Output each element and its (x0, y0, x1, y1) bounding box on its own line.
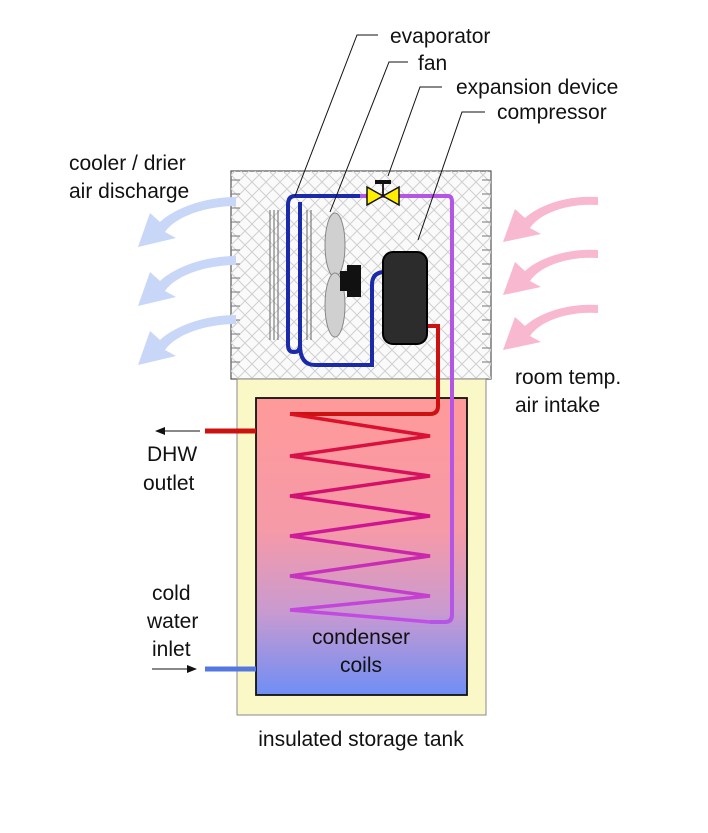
label-compressor: compressor (497, 101, 607, 124)
warm-gas-line (360, 194, 454, 624)
condenser-coils (289, 412, 431, 624)
label-discharge-line1: cooler / drier (69, 152, 186, 175)
intake-air-arrows (503, 196, 598, 350)
label-cold-line3: inlet (152, 638, 191, 661)
label-dhw-line1: DHW (147, 443, 197, 466)
label-cold-line1: cold (152, 582, 191, 605)
hot-discharge-line (290, 324, 440, 416)
label-evaporator: evaporator (390, 25, 490, 48)
label-condenser-line2: coils (340, 654, 382, 677)
label-fan: fan (418, 52, 447, 75)
leader-lines (294, 34, 485, 241)
label-dhw-line2: outlet (143, 472, 195, 495)
fan (324, 212, 361, 338)
evaporator-coil (269, 194, 448, 367)
label-expansion-device: expansion device (456, 76, 618, 99)
label-cold-line2: water (146, 610, 198, 633)
heat-pump-housing (230, 170, 492, 380)
fan-motor (347, 265, 361, 297)
label-intake-line1: room temp. (515, 366, 621, 389)
expansion-valve (366, 180, 400, 207)
label-condenser-line1: condenser (312, 626, 410, 649)
label-intake-line2: air intake (515, 394, 600, 417)
label-tank: insulated storage tank (258, 728, 464, 751)
label-discharge-line2: air discharge (69, 180, 189, 203)
discharge-air-arrows (138, 197, 236, 365)
compressor (382, 251, 428, 345)
